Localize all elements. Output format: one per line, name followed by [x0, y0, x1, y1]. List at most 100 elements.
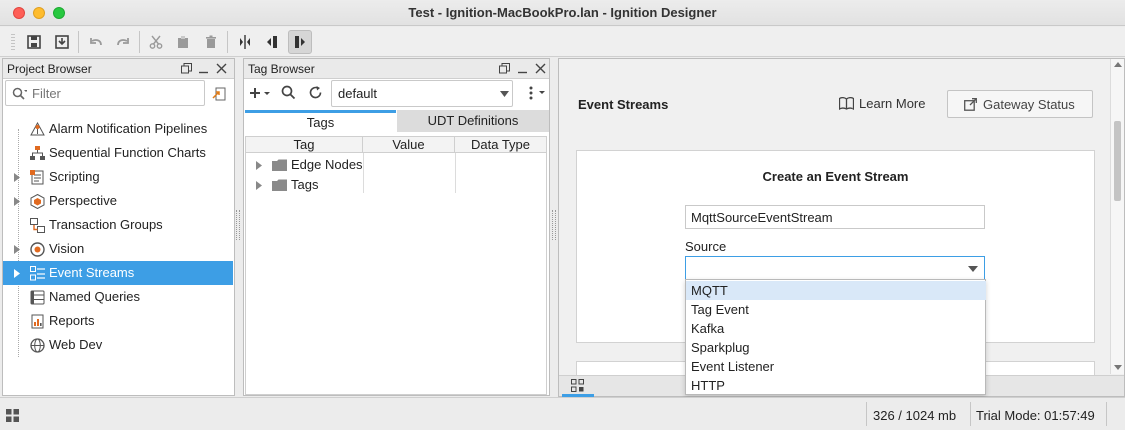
folder-icon — [272, 159, 287, 171]
tree-item-scripting[interactable]: Scripting — [3, 165, 233, 189]
tag-row-edge-nodes[interactable]: Edge Nodes — [246, 155, 546, 175]
source-option-http[interactable]: HTTP — [691, 378, 725, 393]
redo-icon[interactable] — [111, 30, 135, 54]
paste-icon[interactable] — [171, 30, 195, 54]
tree-item-reports[interactable]: Reports — [3, 309, 233, 333]
refresh-icon[interactable] — [308, 85, 323, 100]
alarm-pipeline-icon — [30, 122, 45, 137]
toolbar-divider — [139, 31, 140, 53]
source-option-sparkplug[interactable]: Sparkplug — [691, 340, 750, 355]
tree-item-label: Scripting — [49, 169, 100, 184]
float-panel-icon[interactable] — [497, 61, 511, 75]
window-title: Test - Ignition-MacBookPro.lan - Ignitio… — [408, 5, 717, 20]
column-header-value[interactable]: Value — [363, 137, 455, 153]
tag-row-label: Tags — [291, 177, 319, 192]
status-bar: 326 / 1024 mb Trial Mode: 01:57:49 — [0, 397, 1125, 430]
tree-item-perspective[interactable]: Perspective — [3, 189, 233, 213]
event-stream-name-field[interactable]: MqttSourceEventStream — [685, 205, 985, 229]
expand-arrow-icon[interactable] — [14, 173, 20, 182]
tab-udt-definitions[interactable]: UDT Definitions — [397, 110, 549, 132]
tab-tags[interactable]: Tags — [245, 110, 396, 132]
tag-table-header: Tag Value Data Type — [246, 137, 546, 153]
link-with-editor-icon[interactable] — [209, 84, 229, 104]
toolbar-grip-icon — [10, 33, 16, 51]
tag-provider-select[interactable]: default — [331, 80, 513, 107]
trial-mode-timer: Trial Mode: 01:57:49 — [976, 408, 1095, 423]
named-queries-icon — [30, 290, 45, 305]
tree-item-web-dev[interactable]: Web Dev — [3, 333, 233, 357]
scrollbar-thumb[interactable] — [1114, 121, 1121, 201]
scroll-down-icon[interactable] — [1114, 365, 1122, 370]
gateway-status-label: Gateway Status — [983, 96, 1075, 112]
minimize-panel-icon[interactable] — [515, 61, 529, 75]
project-browser-panel: Project Browser Alarm Notification Pipel… — [2, 58, 235, 396]
learn-more-link[interactable]: Learn More — [839, 96, 925, 111]
close-window-button[interactable] — [13, 7, 25, 19]
tag-row-tags[interactable]: Tags — [246, 175, 546, 195]
tree-item-label: Transaction Groups — [49, 217, 163, 232]
minimize-window-button[interactable] — [33, 7, 45, 19]
toolbar-divider — [227, 31, 228, 53]
column-header-tag[interactable]: Tag — [246, 137, 363, 153]
dock-left-icon[interactable] — [260, 30, 284, 54]
scroll-up-icon[interactable] — [1114, 62, 1122, 67]
tree-item-label: Alarm Notification Pipelines — [49, 121, 208, 136]
tree-item-event-streams[interactable]: Event Streams — [3, 261, 233, 285]
source-select[interactable] — [685, 256, 985, 280]
more-options-icon[interactable] — [527, 85, 547, 101]
column-divider — [363, 153, 364, 193]
source-label: Source — [685, 239, 727, 254]
expand-arrow-icon[interactable] — [14, 197, 20, 206]
expand-arrow-icon[interactable] — [256, 161, 262, 170]
cut-icon[interactable] — [144, 30, 168, 54]
panels-menu-icon[interactable] — [6, 409, 19, 422]
tag-provider-value: default — [338, 86, 378, 101]
align-center-icon[interactable] — [233, 30, 257, 54]
float-panel-icon[interactable] — [179, 61, 193, 75]
tree-item-sequential-function-charts[interactable]: Sequential Function Charts — [3, 141, 233, 165]
tree-item-alarm-notification-pipelines[interactable]: Alarm Notification Pipelines — [3, 117, 233, 141]
transaction-groups-icon — [30, 218, 45, 233]
expand-arrow-icon[interactable] — [256, 181, 262, 190]
undo-icon[interactable] — [84, 30, 108, 54]
vertical-scrollbar[interactable] — [1110, 59, 1124, 374]
save-icon[interactable] — [22, 30, 46, 54]
tree-item-label: Vision — [49, 241, 85, 256]
source-option-kafka[interactable]: Kafka — [691, 321, 725, 336]
project-filter-input[interactable] — [32, 84, 200, 102]
column-header-data-type[interactable]: Data Type — [470, 137, 531, 152]
save-all-icon[interactable] — [50, 30, 74, 54]
tree-item-transaction-groups[interactable]: Transaction Groups — [3, 213, 233, 237]
splitter-handle[interactable] — [236, 210, 240, 240]
close-panel-icon[interactable] — [214, 61, 228, 75]
tag-row-label: Edge Nodes — [291, 157, 363, 172]
delete-icon[interactable] — [199, 30, 223, 54]
expand-arrow-icon[interactable] — [14, 245, 20, 254]
vision-icon — [30, 242, 45, 257]
splitter-handle[interactable] — [552, 210, 556, 240]
source-option-tag-event[interactable]: Tag Event — [691, 302, 749, 317]
tree-item-vision[interactable]: Vision — [3, 237, 233, 261]
workspace-tab-event-streams[interactable] — [562, 376, 594, 397]
project-tree: Alarm Notification Pipelines Sequential … — [3, 117, 234, 395]
gateway-status-button[interactable]: Gateway Status — [947, 90, 1093, 118]
memory-usage[interactable]: 326 / 1024 mb — [873, 408, 957, 423]
add-tag-icon[interactable] — [249, 84, 275, 104]
source-dropdown-list: MQTT Tag Event Kafka Sparkplug Event Lis… — [685, 279, 986, 395]
main-toolbar — [0, 27, 1125, 57]
toolbar-divider — [78, 31, 79, 53]
zoom-window-button[interactable] — [53, 7, 65, 19]
source-option-event-listener[interactable]: Event Listener — [691, 359, 775, 374]
chevron-down-icon — [968, 266, 978, 272]
search-tags-icon[interactable] — [281, 85, 296, 100]
close-panel-icon[interactable] — [533, 61, 547, 75]
expand-arrow-icon[interactable] — [14, 269, 20, 278]
status-divider — [970, 402, 971, 426]
project-filter-field[interactable] — [5, 80, 205, 106]
web-dev-icon — [30, 338, 45, 353]
dock-right-icon[interactable] — [288, 30, 312, 54]
tag-browser-tabs: Tags UDT Definitions — [245, 110, 549, 132]
source-option-mqtt[interactable]: MQTT — [686, 281, 986, 300]
tree-item-named-queries[interactable]: Named Queries — [3, 285, 233, 309]
minimize-panel-icon[interactable] — [196, 61, 210, 75]
